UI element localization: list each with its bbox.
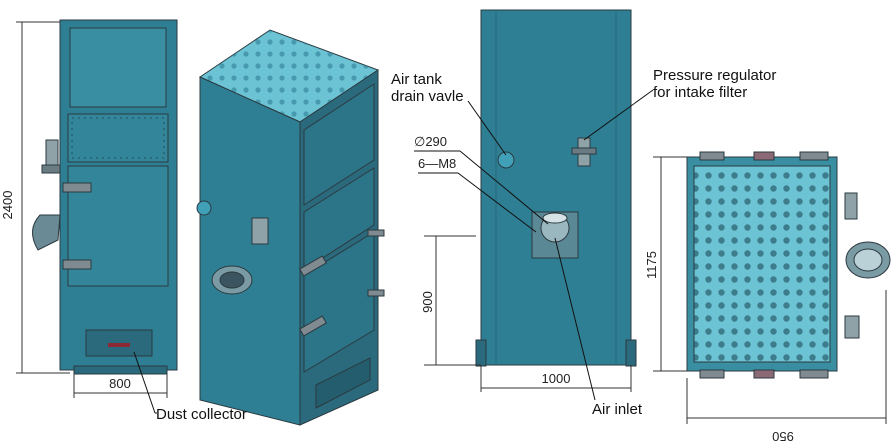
front-width-dim: 800 — [109, 376, 131, 391]
side-view: 900 1000 — [420, 9, 637, 392]
iso-drain-valve — [196, 200, 212, 216]
side-body — [480, 9, 632, 366]
air-inlet-leader — [554, 237, 596, 401]
front-bolted-panel — [67, 113, 169, 163]
iso-view — [196, 29, 385, 426]
diameter-label: ∅290 — [414, 134, 447, 149]
pressure-regulator-label: Pressure regulator — [653, 67, 776, 84]
drain-valve-label: drain vavle — [391, 88, 464, 105]
diameter-leader — [459, 150, 549, 225]
top-drain-valve — [844, 315, 860, 339]
front-regulator — [45, 139, 59, 167]
side-drain-valve — [497, 151, 515, 169]
air-inlet-label: Air inlet — [592, 401, 643, 418]
top-regulator — [844, 192, 858, 220]
front-top-panel — [69, 27, 167, 108]
bolts-label: 6—M8 — [418, 156, 456, 171]
top-width-dim: 950 — [772, 429, 794, 444]
dust-collector-label: Dust collector — [156, 406, 247, 423]
iso-dust-drawer — [315, 357, 371, 409]
side-width-dim: 1000 — [542, 371, 571, 386]
bolts-leader — [457, 172, 537, 233]
air-tank-label: Air tank — [391, 71, 442, 88]
iso-door — [303, 231, 375, 373]
top-view: 1175 950 — [644, 151, 891, 444]
front-intake-pipe — [32, 214, 61, 251]
regulator-leader — [583, 89, 654, 141]
iso-left-face — [199, 76, 301, 426]
front-handle-top — [62, 182, 92, 193]
iso-regulator — [251, 217, 269, 245]
side-height-dim: 900 — [420, 291, 435, 313]
intake-filter-label: for intake filter — [653, 84, 747, 101]
top-height-dim: 1175 — [644, 251, 659, 279]
front-handle-bottom — [62, 259, 92, 270]
dust-collector-leader — [133, 351, 156, 414]
front-view: 2400 800 — [0, 19, 178, 398]
drain-valve-leader — [467, 100, 507, 156]
front-height-dim: 2400 — [0, 191, 15, 220]
